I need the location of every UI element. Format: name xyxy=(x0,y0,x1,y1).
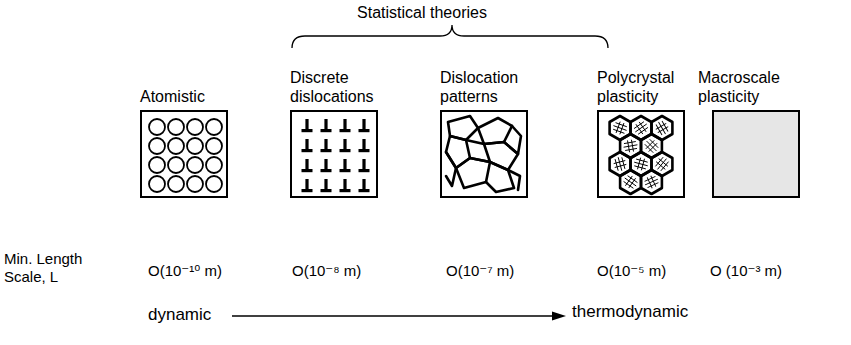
scale-box: Polycrystal plasticity xyxy=(597,110,685,198)
scale-box: Macroscale plasticity xyxy=(712,110,800,198)
length-scale: O (10⁻³ m) xyxy=(710,262,782,280)
grain-structure xyxy=(610,116,673,194)
atom-grid xyxy=(149,119,222,192)
scale-box: Dislocation patterns xyxy=(440,110,528,198)
scale-name: Dislocation patterns xyxy=(440,69,544,106)
scale-name: Polycrystal plasticity xyxy=(597,69,701,106)
dislocation-symbols xyxy=(302,119,370,192)
trend-arrow xyxy=(232,315,554,316)
regime-label: thermodynamic xyxy=(572,302,688,322)
length-scale: O(10⁻¹⁰ m) xyxy=(148,262,222,280)
scale-name: Macroscale plasticity xyxy=(698,69,802,106)
scale-name: Atomistic xyxy=(140,88,244,106)
scale-heading: Atomistic xyxy=(140,88,244,106)
cell-pattern xyxy=(446,116,521,192)
axis-label: Min. Length Scale, L xyxy=(4,250,100,286)
regime-label: dynamic xyxy=(148,305,211,325)
length-scale: O(10⁻⁸ m) xyxy=(292,262,361,280)
scale-heading: Dislocation patterns xyxy=(440,69,544,106)
length-scale: O(10⁻⁵ m) xyxy=(597,262,666,280)
bracket-label: Statistical theories xyxy=(357,3,487,22)
scale-heading: Discrete dislocations xyxy=(290,69,394,106)
brace xyxy=(292,25,608,48)
scale-name: Discrete dislocations xyxy=(290,69,394,106)
scale-heading: Polycrystal plasticity xyxy=(597,69,701,106)
scale-box: Atomistic xyxy=(140,110,228,198)
scale-box: Discrete dislocations xyxy=(290,110,378,198)
length-scale: O(10⁻⁷ m) xyxy=(446,262,514,280)
arrow-head xyxy=(552,312,566,321)
scale-heading: Macroscale plasticity xyxy=(698,69,802,106)
